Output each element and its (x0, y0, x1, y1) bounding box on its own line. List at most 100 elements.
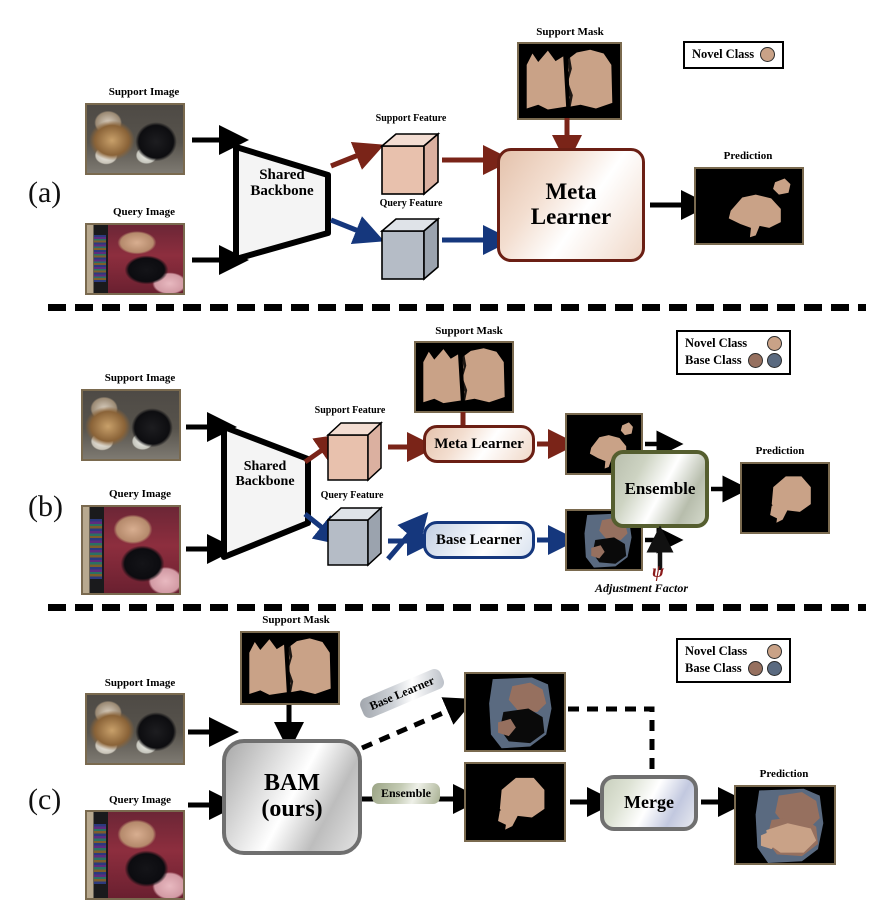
query-feature-cube-b (325, 505, 387, 571)
caption-support-mask-a: Support Mask (536, 26, 604, 38)
legend-row-base-b: Base Class (685, 352, 782, 369)
meta-learner-box-b: Meta Learner (423, 425, 535, 463)
arrow-backbone-to-support-feature-a (330, 141, 385, 171)
panel-c: (c) Support Image Query Image Support Ma… (0, 605, 870, 908)
support-feature-cube-b (325, 420, 387, 486)
backbone-line2-a: Backbone (250, 182, 314, 199)
query-image-a (85, 223, 185, 295)
backbone-line2-b: Backbone (235, 473, 295, 489)
panel-a: (a) Support Image Query Image Shared Bac… (0, 0, 870, 305)
arrow-base-learner-dashed-c (360, 695, 475, 755)
shared-backbone-label-b: Shared Backbone (222, 459, 308, 489)
legend-a: Novel Class (683, 41, 785, 69)
caption-prediction-c: Prediction (759, 768, 809, 780)
arrow-support-to-backbone-a (192, 125, 249, 155)
prediction-a (694, 167, 804, 245)
swatch-base-cat-c (747, 661, 763, 676)
caption-support-image-b: Support Image (104, 372, 176, 384)
panel-divider-2 (48, 604, 866, 611)
ensemble-output-c (464, 762, 566, 842)
arrow-ensemble-to-prediction-b (711, 475, 750, 503)
shared-backbone-b (220, 423, 312, 563)
prediction-c (734, 785, 836, 865)
caption-query-image-c: Query Image (108, 794, 171, 806)
arrow-merge-to-prediction-c (701, 787, 748, 817)
panel-divider-1 (48, 304, 866, 311)
swatch-base-cat-b (747, 353, 763, 368)
arrow-meta-mask-to-ensemble-b (645, 430, 684, 458)
panel-b-label: (b) (28, 490, 63, 523)
caption-query-image-b: Query Image (108, 488, 171, 500)
support-mask-b (414, 341, 514, 413)
support-image-a (85, 103, 185, 175)
arrow-query-feature-to-base-b (388, 526, 437, 556)
query-image-c (85, 810, 185, 900)
bam-line1-c: BAM (263, 770, 320, 797)
legend-row-novel-c: Novel Class (685, 643, 782, 660)
meta-learner-line1-a: Meta (545, 179, 597, 205)
caption-support-mask-c: Support Mask (262, 614, 330, 626)
arrow-backbone-to-support-feature-b (303, 433, 346, 468)
prediction-b (740, 462, 830, 534)
swatch-base-person-c (766, 661, 782, 676)
arrow-meta-to-prediction-a (650, 190, 711, 220)
legend-label-base-b: Base Class (685, 353, 742, 367)
caption-support-feature-b: Support Feature (314, 405, 386, 416)
arrow-mask-to-bam-c (274, 705, 304, 752)
caption-support-image-a: Support Image (108, 86, 180, 98)
legend-row-base-c: Base Class (685, 660, 782, 677)
meta-learner-line2-a: Learner (530, 204, 612, 229)
caption-prediction-b: Prediction (755, 445, 805, 457)
swatch-novel-c (766, 644, 782, 659)
adjustment-factor-label-b: Adjustment Factor (595, 581, 689, 595)
legend-swatches-base-b (747, 353, 782, 368)
caption-support-image-c: Support Image (104, 677, 176, 689)
arrow-support-to-backbone-b (186, 412, 237, 442)
legend-label-novel-b: Novel Class (685, 336, 748, 350)
caption-prediction-a: Prediction (723, 150, 773, 162)
shared-backbone-label-a: Shared Backbone (236, 167, 328, 200)
support-mask-c (240, 631, 340, 705)
arrow-mask-to-meta-a (552, 118, 582, 165)
arrow-meta-to-mask-b (537, 429, 578, 459)
caption-support-feature-a: Support Feature (375, 113, 447, 124)
meta-learner-box-a: Meta Learner (497, 148, 645, 262)
arrow-query-feature-to-meta-a (442, 225, 513, 255)
caption-query-feature-a: Query Feature (379, 198, 443, 209)
legend-label-novel-a: Novel Class (692, 47, 755, 61)
support-feature-cube-a (378, 130, 444, 202)
legend-b: Novel Class Base Class (676, 330, 791, 375)
bam-box-c: BAM (ours) (222, 739, 362, 855)
legend-label-novel-c: Novel Class (685, 644, 748, 658)
arrow-adjustment-to-ensemble-b (646, 525, 674, 572)
arrow-query-to-backbone-a (192, 245, 249, 275)
swatch-novel-b (766, 336, 782, 351)
shared-backbone-a (232, 143, 332, 263)
arrow-query-to-backbone-b (186, 534, 237, 564)
legend-swatches-base-c (747, 661, 782, 676)
arrow-backbone-to-query-feature-b (303, 510, 345, 546)
query-feature-cube-a (378, 215, 444, 287)
ensemble-arrow-label-c: Ensemble (372, 783, 441, 804)
arrow-base-output-to-merge-dashed-c (566, 701, 676, 808)
support-mask-a (517, 42, 622, 120)
base-learner-output-c (464, 672, 566, 752)
arrow-query-to-bam-c (188, 790, 239, 820)
legend-row-novel-a: Novel Class (692, 46, 776, 63)
legend-c: Novel Class Base Class (676, 638, 791, 683)
swatch-novel-a (760, 47, 776, 62)
support-image-b (81, 389, 181, 461)
query-image-b (81, 505, 181, 595)
arrow-support-to-bam-c (188, 717, 239, 747)
support-image-c (85, 693, 185, 765)
arrow-support-feature-to-meta-b (388, 432, 437, 462)
bam-line2-c: (ours) (261, 796, 323, 822)
panel-a-label: (a) (28, 176, 62, 209)
legend-swatches-novel-a (760, 47, 776, 62)
legend-swatches-novel-b (766, 336, 782, 351)
merge-box-c: Merge (600, 775, 698, 831)
legend-label-base-c: Base Class (685, 661, 742, 675)
backbone-line1-a: Shared (259, 167, 305, 183)
caption-support-mask-b: Support Mask (435, 325, 503, 337)
base-learner-box-b: Base Learner (423, 521, 535, 559)
